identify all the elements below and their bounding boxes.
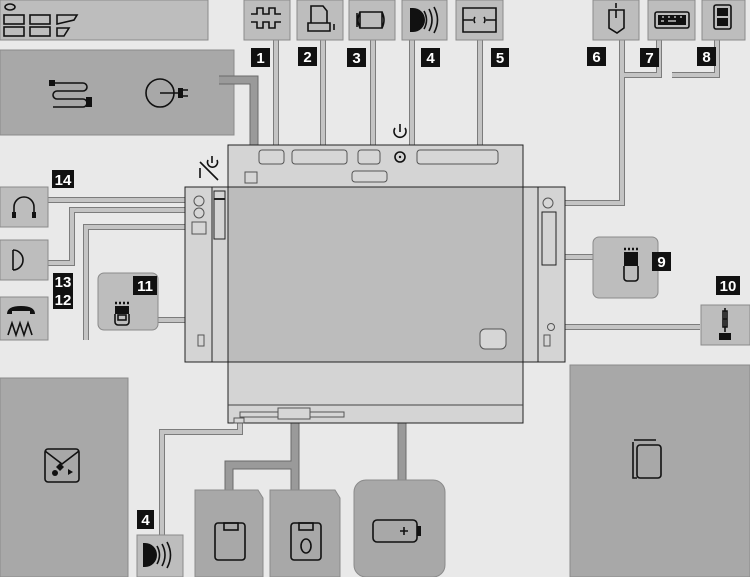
headphones-device [0, 186, 49, 228]
laptop-body [184, 124, 566, 424]
power-plug-icon [145, 78, 188, 108]
infrared-icon [143, 541, 172, 569]
expansion-port [416, 149, 499, 165]
serial-device [243, 0, 291, 41]
label-2: 2 [298, 47, 317, 66]
svg-text:1: 1 [256, 50, 264, 67]
mouse-device [592, 0, 640, 41]
cables [48, 40, 720, 540]
svg-text:12: 12 [55, 292, 72, 309]
number-labels: 1 2 3 4 5 6 7 8 9 10 11 12 13 14 4 [52, 47, 740, 529]
svg-text:3: 3 [352, 50, 360, 67]
label-7: 7 [640, 48, 659, 67]
floppy-drive [194, 489, 264, 577]
label-13: 13 [53, 273, 73, 291]
svg-text:8: 8 [702, 49, 710, 66]
printer-icon [307, 5, 335, 32]
cd-drive [269, 489, 341, 577]
book-icon [632, 439, 662, 479]
label-6: 6 [587, 47, 606, 66]
pc-card-icon [623, 247, 639, 282]
label-5: 5 [491, 48, 509, 67]
svg-text:6: 6 [592, 49, 600, 66]
label-4-bottom: 4 [137, 510, 154, 529]
mouse-icon [608, 3, 625, 34]
serial-port-icon [251, 7, 281, 29]
microphone-icon [12, 249, 24, 271]
svg-text:10: 10 [720, 278, 737, 295]
label-10: 10 [716, 276, 740, 295]
expansion-device [455, 0, 504, 41]
svg-text:2: 2 [303, 49, 311, 66]
svg-text:5: 5 [496, 50, 504, 67]
label-3: 3 [347, 48, 366, 67]
infrared-port [351, 170, 388, 183]
power-cord-icon [49, 80, 92, 108]
label-12: 12 [53, 290, 73, 309]
security-lock-icon [719, 308, 731, 340]
expansion-port-icon [462, 7, 497, 33]
svg-text:14: 14 [55, 172, 72, 189]
monitor-port [357, 149, 381, 165]
documentation-box [569, 364, 750, 577]
infrared-icon [410, 6, 439, 34]
keyboard-device [647, 0, 696, 41]
legend-box [0, 0, 209, 41]
pc-card-icon [114, 301, 130, 326]
keypad-device [701, 0, 746, 41]
dc-in-port [244, 171, 258, 184]
svg-text:9: 9 [657, 254, 665, 271]
floppy-icon [214, 522, 246, 561]
power-supply-box [0, 49, 235, 136]
printer-device [296, 0, 344, 41]
monitor-icon [356, 11, 385, 29]
svg-text:11: 11 [137, 278, 153, 295]
modem-device [0, 296, 49, 341]
label-14: 14 [52, 170, 74, 189]
svg-text:13: 13 [55, 274, 72, 291]
svg-text:7: 7 [645, 50, 653, 67]
serial-port [258, 149, 285, 165]
power-switch-icon [199, 156, 219, 181]
screen [227, 186, 524, 363]
mail-box [0, 377, 129, 577]
phone-modem-icon [7, 306, 35, 338]
headphones-icon [12, 196, 36, 218]
power-button-icon[interactable] [393, 124, 407, 163]
label-9: 9 [652, 252, 671, 271]
microphone-device [0, 239, 49, 281]
envelope-icon [44, 448, 80, 483]
svg-text:4: 4 [141, 512, 150, 529]
cd-icon [290, 522, 322, 561]
battery-icon [372, 519, 421, 543]
infrared-bottom-device [136, 534, 184, 577]
infrared-device [401, 0, 448, 41]
monitor-device [348, 0, 396, 41]
security-lock-device [700, 304, 750, 346]
parallel-port [291, 149, 348, 165]
label-4-top: 4 [421, 48, 440, 67]
svg-text:4: 4 [426, 50, 435, 67]
keyboard-icon [654, 11, 690, 29]
label-1: 1 [251, 48, 270, 67]
pc-card-right-device [592, 236, 659, 299]
label-11: 11 [133, 276, 157, 295]
pc-card-slot [541, 211, 557, 266]
keypad-icon [713, 4, 732, 30]
label-8: 8 [697, 47, 716, 66]
battery-box [353, 479, 446, 577]
